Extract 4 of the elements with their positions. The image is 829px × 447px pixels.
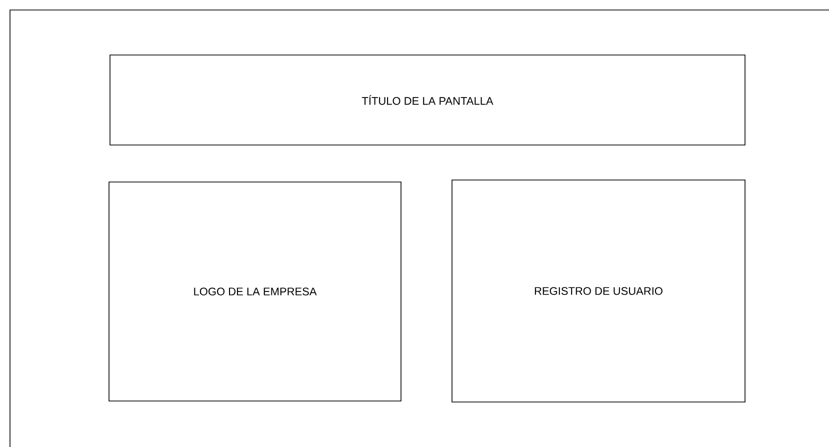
content-box: LOGO DE LA EMPRESA <box>108 182 402 402</box>
login-box: REGISTRO DE USUARIO <box>452 180 746 402</box>
screen-frame <box>10 10 829 447</box>
title-box: TÍTULO DE LA PANTALLA <box>110 54 746 146</box>
